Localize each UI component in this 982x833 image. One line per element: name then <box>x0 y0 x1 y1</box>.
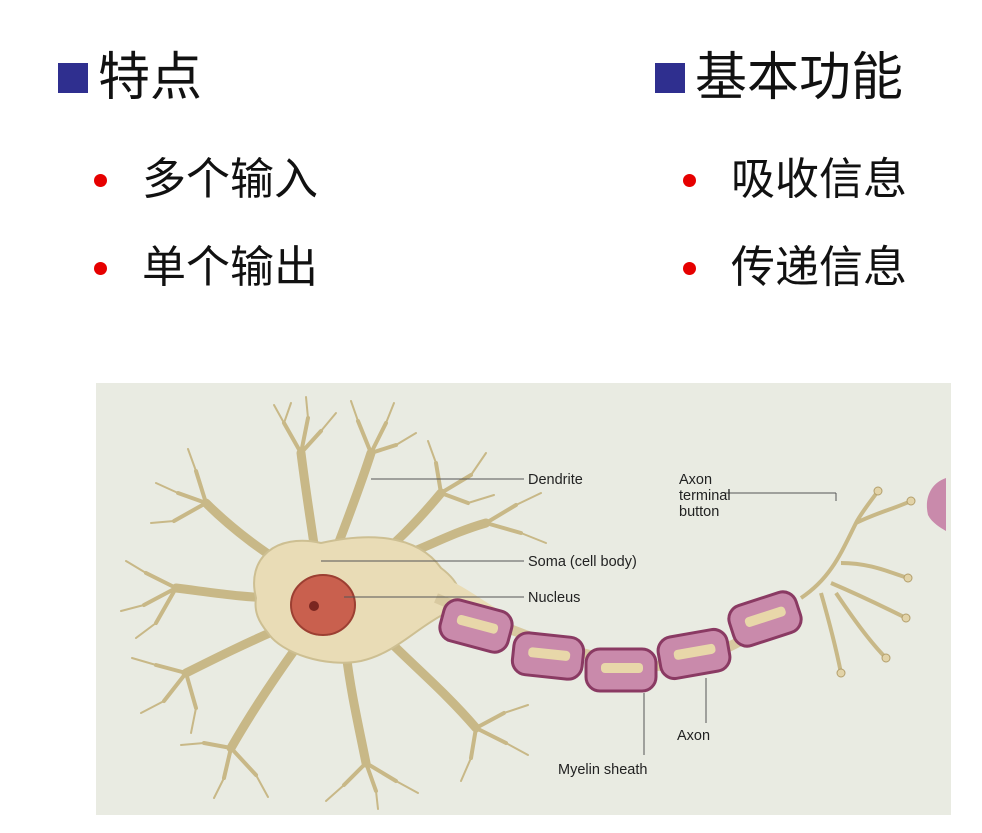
square-bullet-icon <box>655 63 685 93</box>
red-dot-icon <box>683 261 696 275</box>
nucleus-shape <box>290 574 356 636</box>
label-myelin-sheath: Myelin sheath <box>558 762 647 778</box>
label-axon: Axon <box>677 728 710 744</box>
axon-terminal <box>799 489 912 674</box>
label-soma: Soma (cell body) <box>528 554 637 570</box>
list-item-text: 多个输入 <box>142 154 318 205</box>
label-nucleus: Nucleus <box>528 590 580 606</box>
red-dot-icon <box>94 173 107 187</box>
myelin-segments <box>438 590 803 693</box>
list-item-text: 传递信息 <box>731 242 907 293</box>
soma-shape <box>253 536 460 664</box>
list-item-text: 吸收信息 <box>731 154 907 205</box>
label-axon-terminal-line2: terminal <box>679 488 731 504</box>
characteristics-heading: 特点 <box>58 52 202 104</box>
list-item: 吸收信息 <box>683 158 907 202</box>
leader-lines <box>321 478 837 755</box>
list-item: 单个输出 <box>94 246 318 290</box>
square-bullet-icon <box>58 63 88 93</box>
label-dendrite: Dendrite <box>528 472 583 488</box>
list-item: 多个输入 <box>94 158 318 202</box>
synapse-target <box>926 478 946 531</box>
dendrites <box>120 396 547 810</box>
functions-heading: 基本功能 <box>655 52 903 104</box>
label-axon-terminal-line3: button <box>679 504 719 520</box>
list-item-text: 单个输出 <box>142 242 318 293</box>
red-dot-icon <box>94 261 107 275</box>
neuron-diagram: Dendrite Soma (cell body) Nucleus Axon t… <box>120 396 946 810</box>
list-item: 传递信息 <box>683 246 907 290</box>
characteristics-title: 特点 <box>98 48 203 108</box>
functions-title: 基本功能 <box>695 48 904 108</box>
neuron-figure: Dendrite Soma (cell body) Nucleus Axon t… <box>96 383 951 815</box>
label-axon-terminal-line1: Axon <box>679 472 712 488</box>
red-dot-icon <box>683 173 696 187</box>
